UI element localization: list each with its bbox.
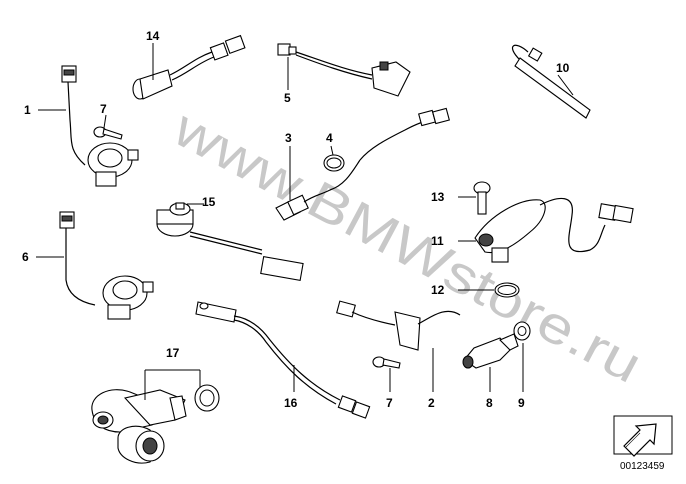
watermark-text: www.BMWstore.ru xyxy=(163,99,650,395)
part-9-washer xyxy=(513,321,531,341)
callout-9: 9 xyxy=(518,396,525,410)
part-15-switch xyxy=(156,202,304,281)
callout-11: 11 xyxy=(431,234,444,248)
callout-10: 10 xyxy=(556,61,570,75)
leader-4 xyxy=(330,145,334,156)
part-11-sensor-housing xyxy=(474,197,634,263)
callout-5: 5 xyxy=(284,91,291,105)
callout-2: 2 xyxy=(428,396,435,410)
callout-8: 8 xyxy=(486,396,493,410)
callout-7-upper: 7 xyxy=(100,102,107,116)
callout-16: 16 xyxy=(284,396,298,410)
leader-10 xyxy=(557,74,574,96)
callout-13: 13 xyxy=(431,190,445,204)
part-7-screw-upper xyxy=(93,126,123,140)
direction-arrow-icon xyxy=(623,423,657,457)
callout-4: 4 xyxy=(326,131,333,145)
reference-box xyxy=(613,415,673,457)
part-1-sensor xyxy=(61,65,139,187)
part-14-cable-grommet xyxy=(132,34,246,100)
part-10-cable-strap xyxy=(511,44,591,119)
part-6-sensor xyxy=(59,211,154,320)
part-16-lead-sensor xyxy=(195,301,371,419)
part-12-o-ring xyxy=(494,282,520,298)
callout-1: 1 xyxy=(24,103,31,117)
part-5-micro-switch xyxy=(277,43,411,97)
callout-17: 17 xyxy=(166,346,180,360)
part-13-screw xyxy=(473,181,491,215)
part-2-bracket-switch xyxy=(336,300,461,351)
callout-15: 15 xyxy=(202,195,216,209)
part-3-sensor-probe xyxy=(275,107,450,221)
leader-7a xyxy=(103,114,107,129)
diagram-code: 00123459 xyxy=(620,461,665,472)
callout-6: 6 xyxy=(22,250,29,264)
part-4-gasket xyxy=(323,154,345,172)
part-8-temp-switch xyxy=(462,333,519,369)
callout-14: 14 xyxy=(146,29,160,43)
part-17-socket-assembly xyxy=(91,384,220,464)
callout-12: 12 xyxy=(431,283,445,297)
callout-3: 3 xyxy=(285,131,292,145)
part-7-screw-lower xyxy=(372,356,401,369)
callout-7-lower: 7 xyxy=(386,396,393,410)
